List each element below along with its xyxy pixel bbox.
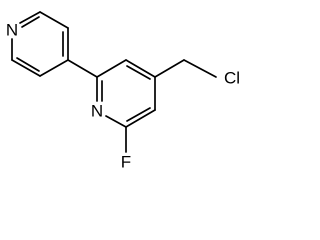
bond	[21, 16, 40, 28]
bond	[126, 65, 151, 80]
bond	[16, 57, 40, 72]
bond	[11, 59, 41, 77]
c-ch2-bond	[154, 59, 185, 78]
bond	[39, 11, 69, 29]
atom-label-chlorine: Cl	[224, 69, 240, 88]
bond	[39, 59, 69, 77]
bond	[19, 11, 41, 24]
ch2-cl-bond	[183, 59, 217, 78]
pyridine-ring-top	[11, 11, 69, 77]
atom-label-fluorine: F	[121, 153, 131, 172]
bond	[96, 59, 127, 78]
pyridine-ring-main	[96, 59, 156, 128]
bond	[126, 107, 151, 122]
bond	[105, 115, 127, 128]
inter-ring-bond	[67, 59, 98, 78]
bond	[125, 109, 156, 128]
bond	[125, 59, 156, 78]
atom-label-n-top: N	[6, 21, 18, 40]
molecule-structure-diagram: N N F Cl	[6, 11, 240, 172]
atom-label-n-ring: N	[91, 102, 103, 121]
